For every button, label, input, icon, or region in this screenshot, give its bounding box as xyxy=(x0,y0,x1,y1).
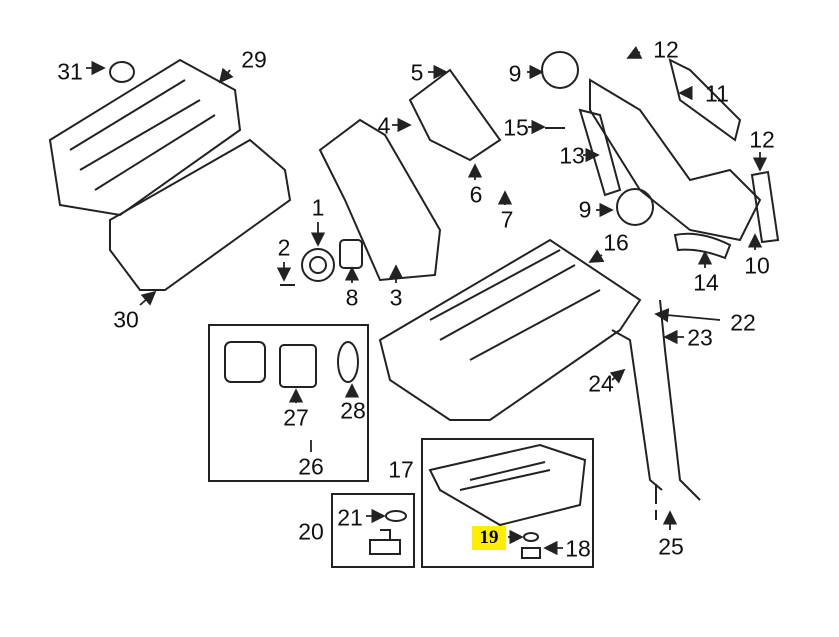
oil-pan-group-box xyxy=(421,438,594,568)
callout-12b: 12 xyxy=(749,126,775,153)
oil-filter-group-box xyxy=(208,324,369,482)
seal xyxy=(339,239,363,269)
callout-26: 26 xyxy=(298,453,324,480)
bolt xyxy=(280,127,565,286)
callout-9b: 9 xyxy=(578,196,592,223)
lower-oil-pan xyxy=(428,443,587,527)
dipstick-tube xyxy=(611,329,663,491)
pulley xyxy=(301,248,335,282)
callout-27: 27 xyxy=(283,404,309,431)
callout-29: 29 xyxy=(241,46,267,73)
callout-31: 31 xyxy=(57,58,83,85)
callout-28: 28 xyxy=(340,397,366,424)
callout-11: 11 xyxy=(705,80,729,107)
callout-3: 3 xyxy=(389,284,403,311)
oil-filter-housing xyxy=(224,341,266,383)
timing-chain-right xyxy=(589,78,762,242)
callout-15: 15 xyxy=(503,114,529,141)
oring xyxy=(523,532,539,542)
callout-4: 4 xyxy=(377,112,391,139)
callout-13: 13 xyxy=(559,142,585,169)
valve-cover xyxy=(48,58,242,217)
valve-cover-gasket xyxy=(109,138,292,291)
sensor-group-box xyxy=(331,493,415,568)
callout-14: 14 xyxy=(693,269,719,296)
sprocket-lower xyxy=(616,188,654,226)
timing-cover xyxy=(318,118,442,282)
drain-plug xyxy=(521,547,541,559)
callout-22: 22 xyxy=(730,309,756,336)
callout-7: 7 xyxy=(500,206,514,233)
sprocket-upper xyxy=(541,51,579,89)
oil-filter xyxy=(279,344,317,388)
upper-oil-pan xyxy=(378,238,642,421)
callout-25: 25 xyxy=(658,533,684,560)
callout-23: 23 xyxy=(687,324,713,351)
callout-12: 12 xyxy=(653,36,679,63)
callout-17: 17 xyxy=(388,456,414,483)
callout-9: 9 xyxy=(508,60,522,87)
callout-8: 8 xyxy=(345,284,359,311)
callout-24: 24 xyxy=(588,370,614,397)
leader-lines xyxy=(86,45,768,556)
callout-10: 10 xyxy=(744,252,770,279)
callout-30: 30 xyxy=(113,306,139,333)
callout-21: 21 xyxy=(337,504,363,531)
callout-20: 20 xyxy=(298,518,324,545)
timing-chain xyxy=(408,68,502,162)
sensor xyxy=(369,529,401,555)
callout-2: 2 xyxy=(277,234,291,261)
callout-16: 16 xyxy=(603,229,629,256)
callout-5: 5 xyxy=(410,59,424,86)
filter-oring xyxy=(337,341,359,383)
callout-19-highlighted: 19 xyxy=(472,526,506,550)
callout-6: 6 xyxy=(469,181,483,208)
callout-18: 18 xyxy=(565,535,591,562)
callout-1: 1 xyxy=(311,194,325,221)
